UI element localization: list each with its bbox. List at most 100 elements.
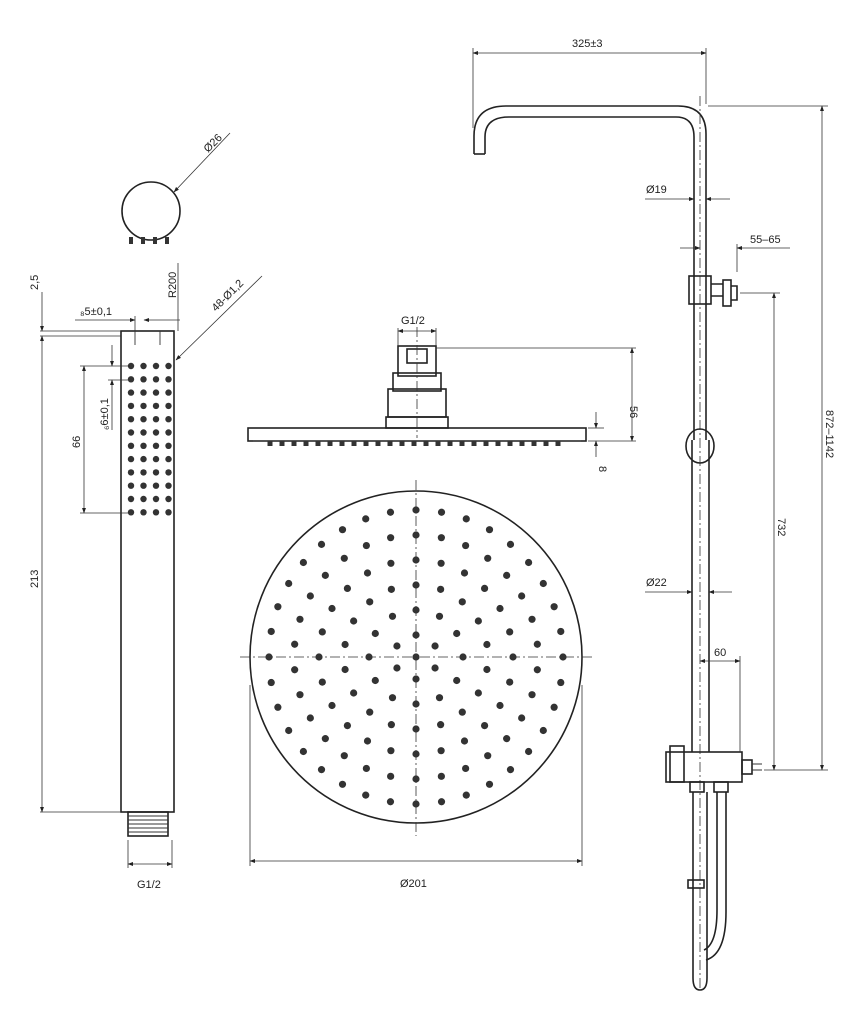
nozzle-dot — [528, 691, 536, 699]
head-thread-label: G1/2 — [401, 315, 425, 327]
nozzle-dot — [387, 559, 395, 567]
nozzle-dot — [341, 665, 349, 674]
nozzle-dot — [362, 515, 370, 523]
dim-5-label: ₈5±0,1 — [80, 306, 112, 318]
nozzle-dot — [127, 416, 135, 423]
nozzle-dot — [412, 581, 420, 589]
nozzle-dot — [140, 376, 147, 383]
nozzle-dot — [140, 495, 147, 503]
nozzle-dot — [152, 482, 160, 489]
nozzle-tab — [459, 441, 465, 446]
nozzle-dot — [387, 721, 395, 729]
nozzle-dot — [365, 653, 373, 661]
nozzle-dot — [321, 735, 329, 743]
nozzle-dot — [506, 678, 514, 686]
column-height-label: 872–1142 — [823, 410, 835, 458]
nozzle-dot — [127, 402, 135, 410]
nozzle-dot — [431, 642, 439, 650]
nozzle-dot — [165, 455, 172, 463]
nozzle-dot — [533, 640, 541, 648]
nozzle-dot — [533, 666, 541, 674]
nozzle-dot — [480, 721, 489, 730]
nozzle-dot — [412, 631, 420, 639]
nozzle-dot — [437, 747, 445, 755]
nozzle-dot — [165, 402, 172, 410]
nozzle-dot — [267, 627, 275, 636]
nozzle-dot — [387, 772, 395, 780]
nozzle-dot — [363, 737, 372, 745]
nozzle-dot — [362, 764, 370, 773]
nozzle-dot — [362, 541, 370, 550]
nozzle-dot — [412, 653, 420, 661]
nozzle-dot — [412, 606, 420, 614]
nozzle-dot — [350, 689, 358, 697]
nozzle-dot — [503, 571, 511, 579]
nozzle-tab — [375, 441, 381, 446]
nozzle-dot — [366, 708, 374, 716]
upper-tube-diameter-label: Ø19 — [646, 184, 667, 196]
nozzle-dot — [152, 376, 160, 383]
nozzle-dot — [412, 775, 420, 783]
nozzle-dot — [318, 678, 326, 686]
arm-width-label: 325±3 — [572, 38, 603, 50]
head-shower-nozzle-field — [265, 506, 567, 808]
holder-height-label: 732 — [775, 518, 787, 536]
nozzle-dot — [299, 558, 307, 567]
nozzle-dot — [267, 678, 275, 687]
nozzle-dot — [366, 598, 374, 606]
nozzle-dot — [127, 482, 135, 489]
nozzle-tab — [423, 441, 429, 446]
nozzle-dot — [140, 402, 147, 410]
nozzle-dot — [152, 455, 160, 463]
nozzle-dot — [152, 389, 160, 396]
nozzle-dot — [127, 362, 135, 370]
nozzle-dot — [328, 604, 336, 613]
nozzle-dot — [152, 442, 160, 449]
nozzle-dot — [328, 701, 336, 710]
nozzle-dot — [152, 429, 160, 436]
nozzle-dot — [462, 764, 470, 773]
nozzle-dot — [539, 726, 547, 735]
nozzle-dot — [343, 584, 352, 593]
nozzle-dot — [528, 615, 536, 623]
hand-shower-thread — [127, 811, 169, 837]
nozzle-dot — [388, 694, 397, 702]
nozzle-dot — [462, 791, 470, 799]
nozzle-dot — [274, 603, 282, 611]
nozzle-dot — [363, 569, 372, 577]
nozzle-tab — [279, 441, 285, 446]
nozzle-dot — [318, 628, 326, 636]
nozzle-dot — [291, 666, 299, 674]
nozzle-dot — [557, 678, 565, 687]
hand-shower-side-view: 2,5 213 66 ₆6±0,1 ₈5±0,1 R200 48-Ø1,2 G1… — [29, 263, 263, 891]
nozzle-tab — [555, 441, 561, 446]
nozzle-dot — [127, 455, 135, 463]
nozzle-dot — [140, 416, 147, 423]
nozzle-dot — [437, 508, 446, 516]
nozzle-dot — [485, 526, 494, 534]
nozzle-dot — [387, 747, 395, 755]
head-shower-nozzle-row — [267, 441, 561, 446]
nozzle-tab — [303, 441, 309, 446]
dim-66-label: 66 — [71, 436, 83, 448]
nozzle-dot — [459, 653, 467, 661]
nozzle-dot — [483, 640, 491, 649]
nozzle-dot — [503, 735, 511, 743]
nozzle-dot — [165, 416, 172, 423]
nozzle-dot — [480, 584, 489, 593]
nozzle-dot — [274, 703, 282, 711]
hand-shower-top-view: Ø26 — [121, 132, 231, 244]
nozzle-dot — [435, 694, 444, 702]
nozzle-dot — [557, 627, 565, 636]
nozzle-dot — [338, 526, 347, 534]
nozzle-dot — [343, 721, 352, 730]
nozzle-dot — [165, 442, 172, 449]
nozzle-dot — [338, 780, 347, 788]
nozzle-dot — [460, 569, 469, 577]
nozzle-dot — [317, 540, 326, 548]
nozzle-tab — [435, 441, 441, 446]
nozzle-dot — [550, 703, 558, 711]
nozzle-tab — [153, 237, 157, 244]
column-slider-knob — [685, 428, 715, 464]
nozzle-dot — [483, 665, 491, 674]
